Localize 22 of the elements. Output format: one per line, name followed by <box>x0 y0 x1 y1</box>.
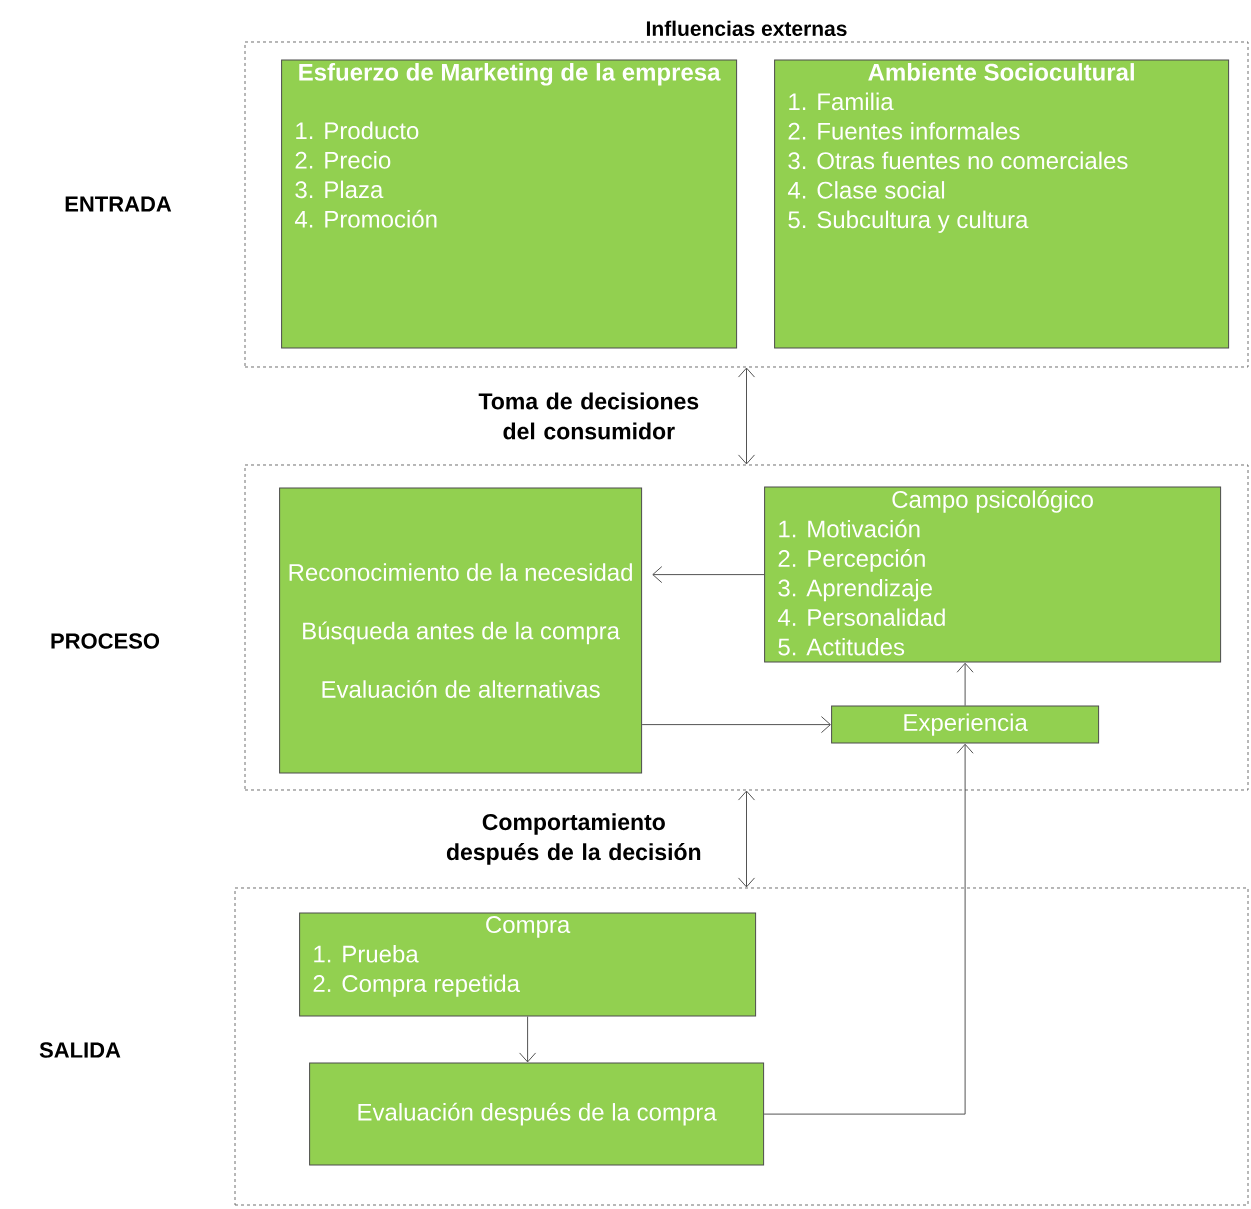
stage-label: PROCESO <box>51 633 160 649</box>
arrow <box>738 790 755 888</box>
edge-label: Toma de decisiones del consumidor <box>478 392 699 440</box>
process-box: Experiencia <box>831 705 1100 744</box>
stage-label: ENTRADA <box>65 196 172 212</box>
process-box: Reconocimiento de la necesidad Búsqueda antes de la compra Evaluación de alternativas <box>279 487 643 774</box>
arrow <box>763 743 974 1115</box>
process-box: Esfuerzo de Marketing de la empresa 1. Producto 2. Precio 3. Plaza 4. Promoción <box>281 59 738 349</box>
arrow <box>956 662 974 707</box>
process-box: Ambiente Sociocultural 1. Familia 2. Fuentes informales 3. Otras fuentes no comerciales 4. Clase social 5. Subcultura y cultura <box>774 59 1230 349</box>
dashed-region <box>244 464 1249 791</box>
arrow <box>738 367 755 465</box>
arrow <box>641 716 831 734</box>
edge-label: Comportamiento después de la decisión <box>446 813 701 865</box>
node-label: Influencias externas <box>646 20 847 37</box>
arrow <box>652 566 765 584</box>
dashed-region <box>234 887 1249 1206</box>
stage-label: SALIDA <box>39 1042 121 1058</box>
process-box: Compra 1. Prueba 2. Compra repetida <box>299 912 757 1017</box>
arrow <box>519 1016 537 1063</box>
process-box: Campo psicológico 1. Motivación 2. Percepción 3. Aprendizaje 4. Personalidad 5. Actitudes <box>764 486 1222 663</box>
process-box: Evaluación después de la compra <box>309 1062 765 1166</box>
